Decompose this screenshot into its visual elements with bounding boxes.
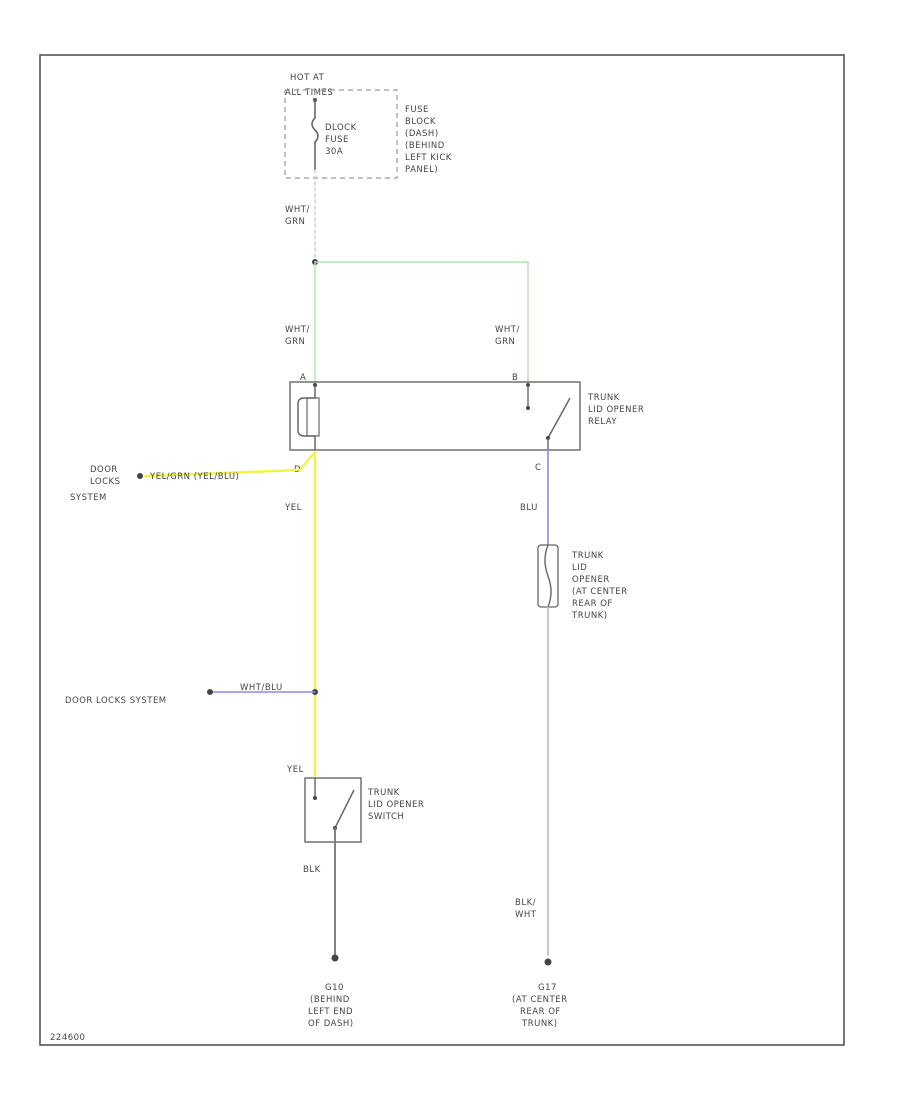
trunk-lid-opener-switch bbox=[304, 777, 362, 843]
opener-label-line: TRUNK bbox=[571, 551, 604, 561]
fuse-block-label-line: FUSE bbox=[405, 105, 429, 115]
wire-label-wht-grn-left-2: GRN bbox=[285, 337, 305, 347]
switch-label-line: SWITCH bbox=[368, 812, 404, 822]
wire-label-wht-grn-left-1: WHT/ bbox=[285, 325, 310, 335]
opener-label-line: LID bbox=[572, 563, 587, 573]
ground-g10-line: (BEHIND bbox=[310, 995, 350, 1005]
wire-label-blk: BLK bbox=[303, 865, 321, 875]
solenoid-coil-icon bbox=[544, 544, 552, 608]
relay-contact-top-icon bbox=[526, 406, 530, 410]
wire-label-blk-wht-2: WHT bbox=[515, 910, 537, 920]
fuse-block-label-line: PANEL) bbox=[405, 165, 438, 175]
wire-label-yel-grn-blu: YEL/GRN (YEL/BLU) bbox=[149, 472, 239, 482]
fuse-block-label-line: LEFT KICK bbox=[405, 153, 452, 163]
fuse-block-label-line: (DASH) bbox=[405, 129, 439, 139]
switch-label-line: TRUNK bbox=[367, 788, 400, 798]
switch-label-line: LID OPENER bbox=[368, 800, 424, 810]
relay-pin-a: A bbox=[300, 373, 306, 383]
door-locks-upper-line: LOCKS bbox=[90, 477, 121, 487]
wire-label-blk-wht-1: BLK/ bbox=[515, 898, 536, 908]
wire-label-yel-switch: YEL bbox=[286, 765, 304, 775]
relay-pin-b: B bbox=[512, 373, 518, 383]
connector-door-locks-upper bbox=[137, 473, 143, 479]
opener-label-line: REAR OF bbox=[572, 599, 613, 609]
opener-label-line: TRUNK) bbox=[571, 611, 608, 621]
diagram-code: 224600 bbox=[50, 1033, 85, 1043]
fuse-label: DLOCK FUSE 30A bbox=[325, 123, 357, 157]
fuse-block-label-line: (BEHIND bbox=[405, 141, 445, 151]
relay-coil-body bbox=[306, 397, 320, 437]
ground-g10-line: G10 bbox=[325, 983, 344, 993]
relay-label-line: TRUNK bbox=[587, 393, 620, 403]
hot-at-times-label: ALL TIMES bbox=[285, 88, 333, 98]
door-locks-upper-line: DOOR bbox=[90, 465, 118, 475]
fuse-label-line: 30A bbox=[325, 147, 343, 157]
ground-g10-line: LEFT END bbox=[308, 1007, 353, 1017]
wire-label-blu: BLU bbox=[520, 503, 538, 513]
ground-g17-line: (AT CENTER bbox=[512, 995, 568, 1005]
opener-label: TRUNK LID OPENER (AT CENTER REAR OF TRUN… bbox=[571, 551, 628, 621]
diagram-frame bbox=[39, 54, 845, 1046]
fuse-symbol bbox=[311, 100, 319, 170]
relay-coil-icon bbox=[297, 385, 316, 450]
ground-g17-line: TRUNK) bbox=[521, 1019, 558, 1029]
fuse-label-line: FUSE bbox=[325, 135, 349, 145]
relay-label-line: LID OPENER bbox=[588, 405, 644, 415]
ground-g17-line: G17 bbox=[538, 983, 557, 993]
opener-label-line: (AT CENTER bbox=[572, 587, 628, 597]
relay-switch-arm-icon bbox=[547, 397, 571, 439]
fuse-block-box bbox=[284, 89, 398, 179]
ground-g10-icon bbox=[331, 954, 339, 962]
switch-contact-top-icon bbox=[313, 796, 317, 800]
ground-g17-icon bbox=[544, 958, 552, 966]
door-locks-upper-line: SYSTEM bbox=[70, 493, 107, 503]
ground-g17-label: G17 (AT CENTER REAR OF TRUNK) bbox=[512, 983, 568, 1029]
fuse-block-label: FUSE BLOCK (DASH) (BEHIND LEFT KICK PANE… bbox=[405, 105, 452, 175]
opener-label-line: OPENER bbox=[572, 575, 610, 585]
wire-yel-grn-blu bbox=[143, 450, 317, 478]
wire-wht-grn-loop bbox=[314, 261, 529, 383]
wire-label-wht-grn-right-1: WHT/ bbox=[495, 325, 520, 335]
ground-g10-label: G10 (BEHIND LEFT END OF DASH) bbox=[308, 983, 354, 1029]
ground-g17-line: REAR OF bbox=[520, 1007, 561, 1017]
switch-label: TRUNK LID OPENER SWITCH bbox=[367, 788, 424, 822]
wire-label-yel-main: YEL bbox=[284, 503, 302, 513]
trunk-lid-opener-relay bbox=[289, 381, 581, 451]
relay-label: TRUNK LID OPENER RELAY bbox=[587, 393, 644, 427]
fuse-block-label-line: BLOCK bbox=[405, 117, 436, 127]
connector-door-locks-lower bbox=[207, 689, 213, 695]
ground-g10-line: OF DASH) bbox=[308, 1019, 354, 1029]
door-locks-system-upper: DOOR LOCKS SYSTEM bbox=[70, 465, 121, 503]
switch-arm-icon bbox=[334, 789, 355, 829]
hot-at-label: HOT AT bbox=[290, 73, 325, 83]
wire-label-wht-blu: WHT/BLU bbox=[240, 683, 283, 693]
relay-label-line: RELAY bbox=[588, 417, 617, 427]
fuse-label-line: DLOCK bbox=[325, 123, 357, 133]
wire-label-wht-grn-right-2: GRN bbox=[495, 337, 515, 347]
fuse-top-terminal bbox=[313, 98, 317, 102]
wire-label-wht-grn-top-1: WHT/ bbox=[285, 205, 310, 215]
door-locks-system-lower: DOOR LOCKS SYSTEM bbox=[65, 696, 167, 706]
relay-pin-c: C bbox=[535, 463, 541, 473]
wire-label-wht-grn-top-2: GRN bbox=[285, 217, 305, 227]
